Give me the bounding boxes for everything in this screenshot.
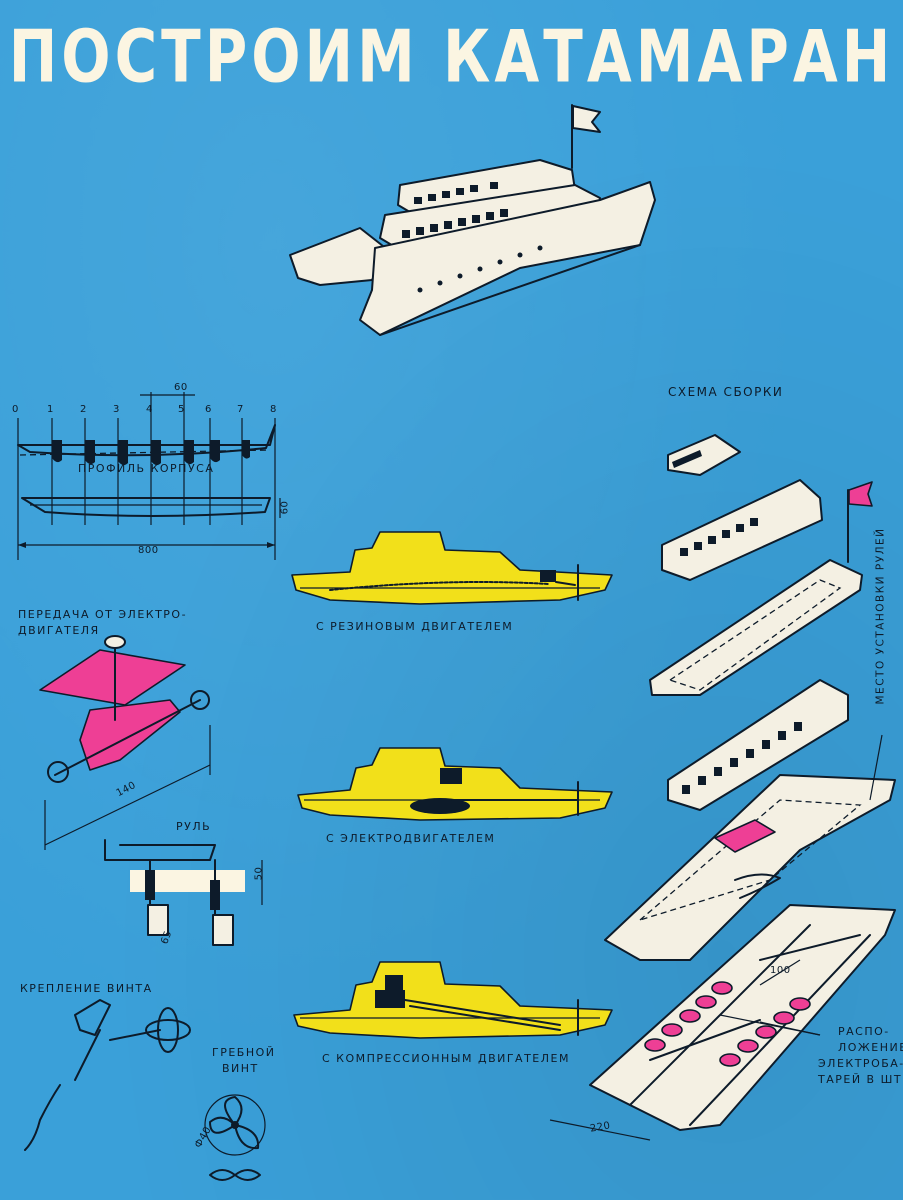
propeller-label-1: ГРЕБНОЙ: [212, 1046, 276, 1059]
boat-electric-motor: [297, 747, 613, 821]
hull-height-dimension: 60: [279, 500, 291, 515]
hull-profile-drawing: [17, 392, 281, 560]
boat-rubber-motor: [291, 531, 613, 605]
compression-motor-label: С КОМПРЕССИОННЫМ ДВИГАТЕЛЕМ: [322, 1052, 570, 1065]
motor-transmission-drawing: [39, 635, 211, 850]
rudder-place-label: МЕСТО УСТАНОВКИ РУЛЕЙ: [874, 527, 887, 705]
rudder-drawing: [104, 839, 263, 946]
battery-label-4: ТАРЕЙ В ШТ.: [818, 1073, 903, 1086]
station-label: 0: [12, 404, 19, 415]
catamaran-illustration: [289, 104, 656, 336]
propeller-drawing: [204, 1094, 266, 1181]
station-label: 8: [270, 404, 277, 415]
station-label: 1: [47, 404, 54, 415]
hull-length-dimension: 800: [138, 545, 159, 556]
prop-mount-drawing: [24, 999, 191, 1151]
boat-compression-motor: [293, 961, 613, 1039]
station-label: 2: [80, 404, 87, 415]
propeller-label-2: ВИНТ: [222, 1062, 259, 1075]
hull-profile-label: ПРОФИЛЬ КОРПУСА: [78, 462, 215, 475]
battery-label-2: ЛОЖЕНИЕ: [838, 1041, 903, 1054]
battery-label-1: РАСПО-: [838, 1025, 890, 1038]
station-label: 4: [146, 404, 153, 415]
prop-mount-label: КРЕПЛЕНИЕ ВИНТА: [20, 982, 153, 995]
assembly-scheme-label: СХЕМА СБОРКИ: [668, 385, 784, 399]
rudder-height-dimension: 50: [253, 866, 265, 881]
page-title: ПОСТРОИМ КАТАМАРАН: [8, 14, 895, 99]
station-label: 7: [237, 404, 244, 415]
crossbar-dimension: 100: [770, 965, 791, 976]
station-label: 6: [205, 404, 212, 415]
assembly-scheme: [549, 434, 896, 1141]
motor-transmission-label-1: ПЕРЕДАЧА ОТ ЭЛЕКТРО-: [18, 608, 188, 621]
electric-motor-label: С ЭЛЕКТРОДВИГАТЕЛЕМ: [326, 832, 496, 845]
station-spacing-dimension: 60: [174, 382, 188, 393]
battery-label-3: ЭЛЕКТРОБА-: [818, 1057, 903, 1070]
motor-transmission-label-2: ДВИГАТЕЛЯ: [18, 624, 100, 637]
station-label: 3: [113, 404, 120, 415]
rubber-motor-label: С РЕЗИНОВЫМ ДВИГАТЕЛЕМ: [316, 620, 514, 633]
station-label: 5: [178, 404, 185, 415]
rudder-label: РУЛЬ: [176, 820, 212, 833]
